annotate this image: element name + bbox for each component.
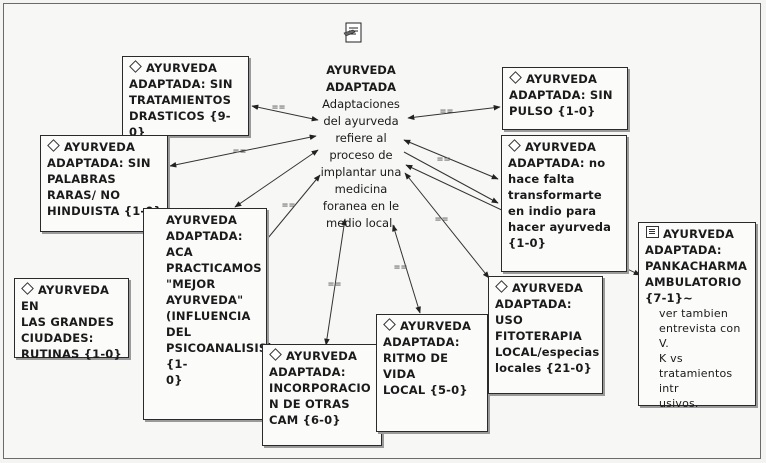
node-label: AYURVEDA EN LAS GRANDES CIUDADES: RUTINA… bbox=[21, 283, 122, 361]
code-node-sin-pulso[interactable]: AYURVEDA ADAPTADA: SIN PULSO {1-0} bbox=[502, 67, 628, 130]
code-diamond-icon bbox=[269, 348, 282, 361]
edge-incorporacion bbox=[324, 218, 347, 346]
node-label: AYURVEDA ADAPTADA: RITMO DE VIDA LOCAL {… bbox=[383, 319, 472, 397]
edge-sin-pulso bbox=[407, 104, 501, 121]
central-concept-title: AYURVEDA ADAPTADA bbox=[325, 63, 397, 94]
link-label: == bbox=[272, 102, 287, 113]
code-node-grandes-ciudades[interactable]: AYURVEDA EN LAS GRANDES CIUDADES: RUTINA… bbox=[14, 278, 129, 361]
link-label: == bbox=[435, 214, 450, 225]
link-label: == bbox=[437, 154, 452, 165]
node-label: AYURVEDA ADAPTADA: SIN PALABRAS RARAS/ N… bbox=[47, 140, 162, 218]
central-concept-description: Adaptaciones del ayurveda refiere al pro… bbox=[320, 97, 402, 230]
edge-aca-practicamos-2 bbox=[267, 174, 321, 239]
node-label: AYURVEDA ADAPTADA: SIN PULSO {1-0} bbox=[509, 72, 613, 118]
code-diamond-icon bbox=[509, 71, 522, 84]
link-label: == bbox=[282, 200, 297, 211]
code-node-incorporacion[interactable]: AYURVEDA ADAPTADA: INCORPORACIO N DE OTR… bbox=[262, 344, 382, 446]
code-node-pankacharma[interactable]: AYURVEDA ADAPTADA: PANKACHARMA AMBULATOR… bbox=[638, 222, 756, 410]
code-node-fitoterapia[interactable]: AYURVEDA ADAPTADA: USO FITOTERAPIA LOCAL… bbox=[488, 276, 603, 394]
node-label: AYURVEDA ADAPTADA: USO FITOTERAPIA LOCAL… bbox=[495, 281, 600, 375]
node-label: AYURVEDA ADAPTADA: ACA PRACTICAMOS "MEJO… bbox=[166, 213, 273, 387]
node-label: AYURVEDA ADAPTADA: SIN TRATAMIENTOS DRAS… bbox=[129, 61, 233, 139]
edge-sin-tratamientos bbox=[251, 104, 319, 122]
code-diamond-icon bbox=[495, 280, 508, 293]
code-diamond-icon bbox=[47, 139, 60, 152]
node-memo-text: ver tambien entrevista con V. K vs trata… bbox=[659, 307, 741, 410]
edge-aca-practicamos bbox=[234, 149, 319, 208]
code-diamond-icon bbox=[21, 282, 34, 295]
code-node-ritmo-de-vida[interactable]: AYURVEDA ADAPTADA: RITMO DE VIDA LOCAL {… bbox=[376, 314, 488, 432]
code-node-no-hace-falta[interactable]: AYURVEDA ADAPTADA: no hace falta transfo… bbox=[501, 135, 627, 272]
central-concept-node[interactable]: AYURVEDA ADAPTADA Adaptaciones del ayurv… bbox=[318, 62, 404, 232]
link-label: == bbox=[233, 146, 248, 157]
node-label: AYURVEDA ADAPTADA: PANKACHARMA AMBULATOR… bbox=[645, 227, 748, 305]
memo-document-icon bbox=[343, 22, 362, 43]
code-memo-icon bbox=[646, 226, 659, 238]
code-diamond-icon bbox=[508, 139, 521, 152]
link-label: == bbox=[394, 262, 409, 273]
code-diamond-icon bbox=[383, 318, 396, 331]
code-node-sin-tratamientos[interactable]: AYURVEDA ADAPTADA: SIN TRATAMIENTOS DRAS… bbox=[122, 56, 249, 139]
link-label: == bbox=[440, 106, 455, 117]
node-label: AYURVEDA ADAPTADA: INCORPORACIO N DE OTR… bbox=[269, 349, 371, 427]
code-diamond-icon bbox=[129, 60, 142, 73]
code-node-aca-practicamos[interactable]: AYURVEDA ADAPTADA: ACA PRACTICAMOS "MEJO… bbox=[143, 208, 273, 420]
link-label: == bbox=[328, 279, 343, 290]
edge-fitoterapia bbox=[404, 172, 490, 279]
node-label: AYURVEDA ADAPTADA: no hace falta transfo… bbox=[508, 140, 612, 250]
